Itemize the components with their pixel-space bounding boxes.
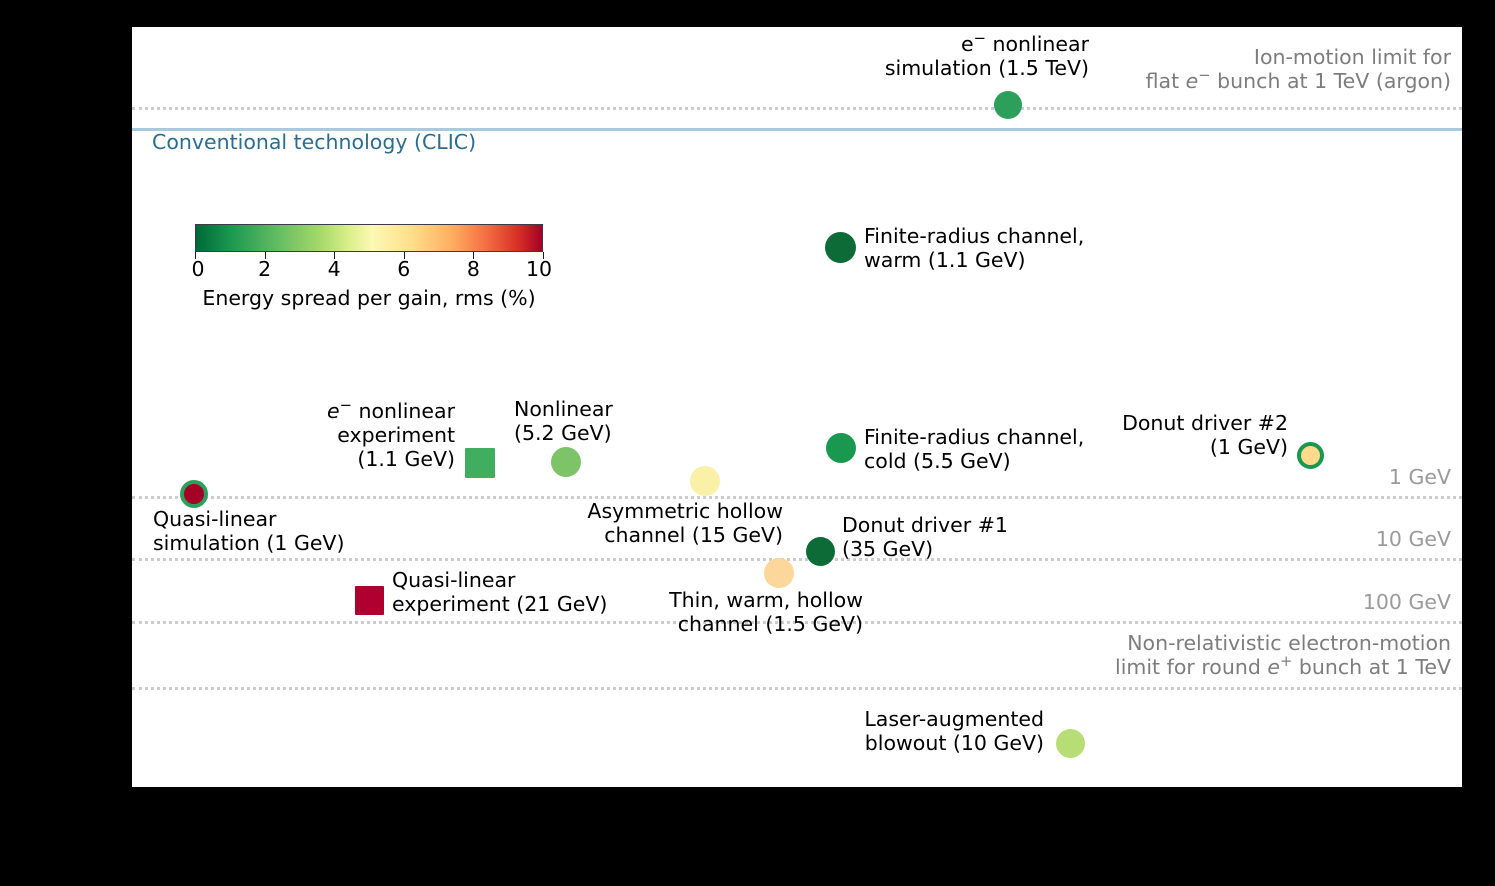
colorbar-ticklabel-8: 8 [466,257,480,281]
colorbar-tick-0 [195,252,196,259]
marker-asymmetric-hollow-channel[interactable] [690,466,720,496]
marker-donut-driver-1[interactable] [805,536,835,566]
gridline-ion-motion-limit [132,107,1462,110]
marker-finite-radius-channel-cold[interactable] [826,433,856,463]
gridline-10gev [132,558,1462,561]
label-donut-driver-1: Donut driver #1(35 GeV) [842,513,1008,561]
marker-laser-augmented-blowout[interactable] [1055,728,1085,758]
colorbar-tick-2 [264,252,266,259]
marker-nonlinear[interactable] [551,447,581,477]
colorbar-ticklabel-2: 2 [258,257,272,281]
gridline-nonrelativistic-limit [132,687,1462,690]
colorbar-ticklabel-10: 10 [525,257,553,281]
colorbar-ticklabel-4: 4 [327,257,341,281]
colorbar-title: Energy spread per gain, rms (%) [202,286,536,310]
label-nonlinear: Nonlinear(5.2 GeV) [514,397,613,445]
axis-label-10gev: 10 GeV [1375,527,1451,551]
marker-donut-driver-2[interactable] [1296,441,1324,469]
label-finite-radius-channel-cold: Finite-radius channel,cold (5.5 GeV) [864,425,1085,473]
gridline-1gev [132,496,1462,499]
marker-thin-warm-hollow-channel[interactable] [764,558,794,588]
colorbar-tick-8 [473,252,475,259]
marker-quasi-linear-simulation[interactable] [180,480,208,508]
colorbar-tick-10 [543,252,544,259]
label-donut-driver-2: Donut driver #2(1 GeV) [1122,411,1288,459]
colorbar-ticklabel-0: 0 [191,257,205,281]
clic-separator-line [132,128,1462,131]
marker-finite-radius-channel-warm[interactable] [824,231,856,263]
label-finite-radius-channel-warm: Finite-radius channel,warm (1.1 GeV) [864,224,1085,272]
gridline-100gev [132,621,1462,624]
colorbar-ticklabel-6: 6 [397,257,411,281]
marker-e-nonlinear-simulation[interactable] [994,91,1022,119]
marker-e-nonlinear-experiment[interactable] [465,448,495,478]
axis-label-1gev: 1 GeV [1388,465,1451,489]
colorbar-gradient [195,224,543,252]
plot-area: Conventional technology (CLIC) Ion-motio… [132,27,1462,787]
colorbar-tick-6 [403,252,405,259]
clic-label: Conventional technology (CLIC) [152,130,477,154]
colorbar-tick-4 [334,252,336,259]
axis-label-100gev: 100 GeV [1362,590,1451,614]
marker-quasi-linear-experiment[interactable] [354,585,384,615]
